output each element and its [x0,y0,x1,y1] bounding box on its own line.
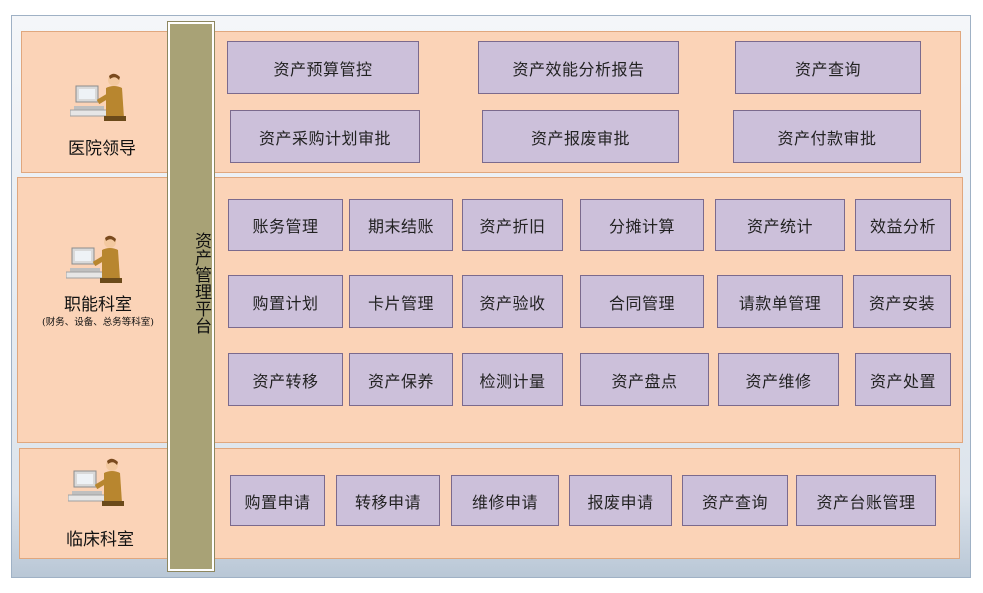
module-box: 资产统计 [715,199,845,251]
module-box: 资产维修 [718,353,839,406]
role-leadership-name: 医院领导 [68,139,136,159]
module-box: 资产查询 [682,475,788,526]
role-clinical: 临床科室 [20,449,180,558]
module-box: 期末结账 [349,199,453,251]
role-leadership: 医院领导 [22,32,182,172]
module-box: 资产安装 [853,275,951,328]
module-box: 效益分析 [855,199,951,251]
person-at-computer-icon [68,458,124,506]
module-box: 请款单管理 [717,275,843,328]
module-box: 资产处置 [855,353,951,406]
module-box: 分摊计算 [580,199,704,251]
module-box: 转移申请 [336,475,440,526]
module-box: 资产预算管控 [227,41,419,94]
module-box: 资产台账管理 [796,475,936,526]
module-box: 资产付款审批 [733,110,921,163]
module-box: 资产效能分析报告 [478,41,679,94]
module-box: 资产查询 [735,41,921,94]
person-at-computer-icon [66,235,122,283]
module-box: 账务管理 [228,199,343,251]
module-box: 报废申请 [569,475,672,526]
module-box: 资产折旧 [462,199,563,251]
module-box: 购置计划 [228,275,343,328]
module-box: 资产盘点 [580,353,709,406]
asset-management-platform: 资产管理平台 [168,22,214,571]
module-box: 资产转移 [228,353,343,406]
module-box: 资产报废审批 [482,110,679,163]
platform-label: 资产管理平台 [191,232,211,334]
role-functional: 职能科室 (财务、设备、总务等科室) [18,178,178,442]
module-box: 检测计量 [462,353,563,406]
module-box: 资产验收 [462,275,563,328]
role-clinical-name: 临床科室 [66,530,134,550]
module-box: 合同管理 [580,275,704,328]
person-at-computer-icon [70,73,126,121]
module-box: 卡片管理 [349,275,453,328]
role-functional-sub: (财务、设备、总务等科室) [42,317,154,328]
module-box: 资产保养 [349,353,453,406]
role-functional-name: 职能科室 [64,295,132,315]
module-box: 购置申请 [230,475,325,526]
module-box: 资产采购计划审批 [230,110,420,163]
module-box: 维修申请 [451,475,559,526]
